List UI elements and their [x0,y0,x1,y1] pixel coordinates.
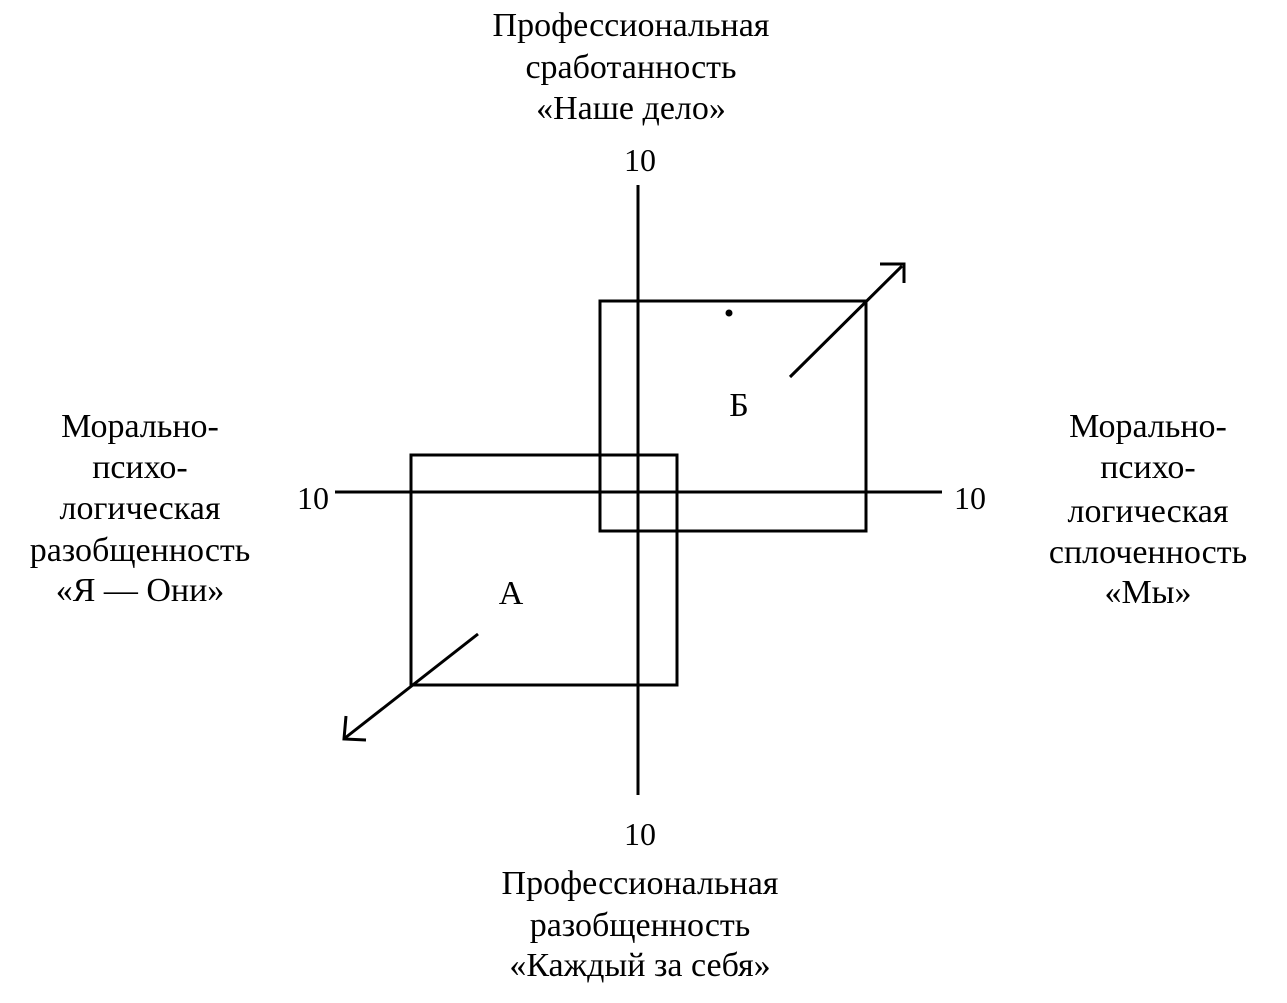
top-label-line: Профессиональная [493,7,770,44]
left-label-line: логическая [60,490,221,527]
right-label-line: сплоченность [1049,534,1247,571]
left-label-line: психо- [92,449,188,486]
bottom-axis-value: 10 [624,816,656,852]
left-label-line: разобщенность [30,532,251,569]
top-label-line: сработанность [525,49,736,86]
bottom-label-line: «Каждый за себя» [509,947,770,984]
right-label-line: логическая [1068,493,1229,530]
bottom-label-line: разобщенность [530,907,751,944]
left-axis-label: Морально- психо- логическая разобщенност… [30,408,251,609]
right-label-line: психо- [1100,449,1196,486]
top-axis-label: Профессиональная сработанность «Наше дел… [493,7,770,127]
right-label-line: «Мы» [1104,574,1191,611]
box-b [598,299,868,533]
left-axis-value: 10 [297,480,329,516]
bottom-axis-label: Профессиональная разобщенность «Каждый з… [502,865,779,984]
right-axis-value: 10 [954,480,986,516]
left-label-line: «Я — Они» [56,572,225,609]
box-a [409,453,679,687]
top-axis-value: 10 [624,142,656,178]
right-axis-label: Морально- психо- логическая сплоченность… [1049,408,1247,611]
box-a-label: А [499,575,524,612]
dot-marker [725,309,733,317]
box-b-label: Б [729,387,749,424]
right-label-line: Морально- [1069,408,1227,445]
arrow-a [342,632,479,742]
bottom-label-line: Профессиональная [502,865,779,902]
arrow-b [788,262,906,379]
top-label-line: «Наше дело» [536,90,726,127]
left-label-line: Морально- [61,408,219,445]
